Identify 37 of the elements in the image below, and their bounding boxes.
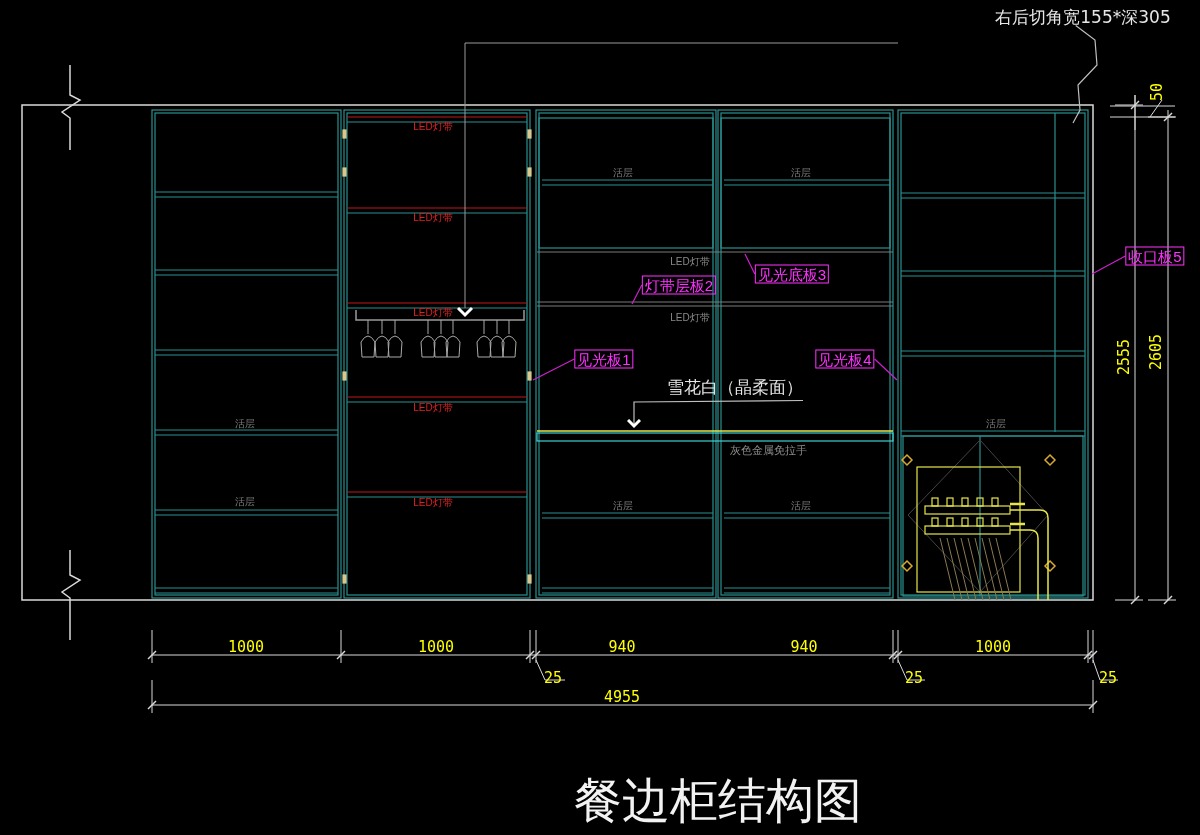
dimension-value: 1000 [227,639,265,655]
handle-note: 灰色金属免拉手 [727,443,809,457]
shelf-label: 活层 [613,168,633,178]
led-strip-label: LED灯带 [413,308,453,318]
leader-line [1072,24,1098,124]
dimension-value: 2555 [1116,338,1132,376]
dimension-value: 940 [608,639,636,655]
led-strip-label: LED灯带 [413,498,453,508]
callout-label: 右后切角宽155*深305 [995,8,1171,26]
drawing-title: 餐边柜结构图 [574,776,862,824]
dimension-value: 1000 [974,639,1012,655]
leader-line [532,358,575,381]
dimension-value: 940 [790,639,818,655]
led-strip-label: LED灯带 [413,122,453,132]
shelf-label: 活层 [235,497,255,507]
leader-line [626,399,804,428]
dimension-value: 25 [904,670,924,686]
dimension-value: 2605 [1148,333,1164,371]
shelf-label: 活层 [613,501,633,511]
dimension-value: 1000 [417,639,455,655]
shelf-label: 活层 [235,419,255,429]
dimension-value: 4955 [603,689,641,705]
leader-line [874,358,898,381]
shelf-label: 活层 [791,168,811,178]
dimension-value: 25 [1098,670,1118,686]
leader-line [1091,255,1126,275]
led-strip-label: LED灯带 [413,403,453,413]
led-strip-label: LED灯带 [668,256,712,268]
led-strip-label: LED灯带 [413,213,453,223]
shelf-label: 活层 [791,501,811,511]
callout-label: 雪花白（晶柔面） [667,378,803,396]
leader-line [631,284,643,305]
shelf-label: 活层 [986,419,1006,429]
led-strip-label: LED灯带 [668,312,712,324]
dimension-value: 50 [1149,82,1165,102]
leader-line [744,253,756,275]
dimension-value: 25 [543,670,563,686]
